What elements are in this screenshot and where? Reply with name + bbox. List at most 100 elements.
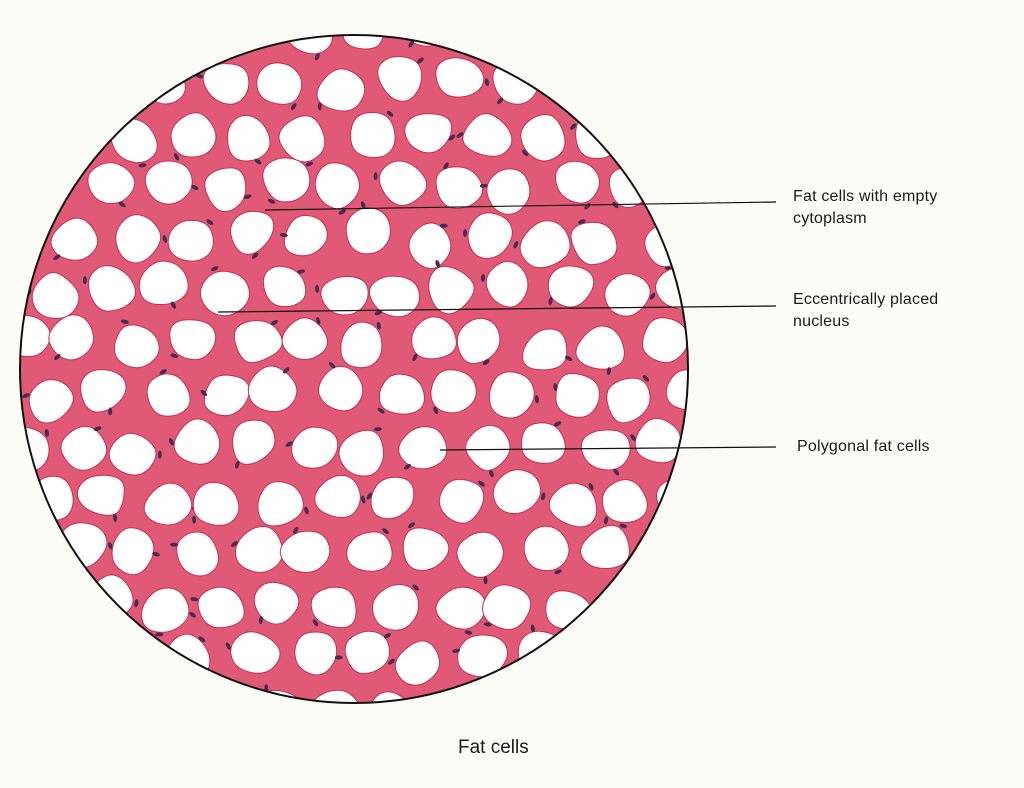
fat-cell xyxy=(345,207,391,255)
fat-cell xyxy=(548,482,598,528)
nucleus xyxy=(108,407,113,416)
label-line: Eccentrically placed xyxy=(793,291,939,308)
fat-cell xyxy=(28,688,73,703)
nucleus xyxy=(198,636,206,643)
fat-cell xyxy=(281,317,329,361)
nucleus xyxy=(22,393,30,399)
fat-cell xyxy=(750,114,791,155)
nucleus xyxy=(577,219,586,224)
fat-cell xyxy=(257,481,304,527)
nucleus xyxy=(155,676,160,685)
fat-cell xyxy=(456,35,503,45)
fat-cell xyxy=(748,211,792,257)
nucleus xyxy=(755,686,763,695)
nucleus xyxy=(734,430,742,439)
nucleus xyxy=(412,584,419,591)
nucleus xyxy=(568,731,577,738)
fat-cell xyxy=(751,421,800,467)
nucleus xyxy=(513,241,519,249)
nucleus xyxy=(61,623,66,632)
nucleus xyxy=(94,631,100,640)
nucleus xyxy=(376,321,381,330)
fat-cell xyxy=(139,682,181,703)
nucleus xyxy=(254,158,262,165)
fat-cell xyxy=(457,634,508,678)
fat-cell xyxy=(729,368,774,410)
nucleus xyxy=(767,61,774,70)
fat-cell xyxy=(580,429,631,471)
fat-cell xyxy=(283,214,328,257)
fat-cell xyxy=(20,209,40,254)
nucleus xyxy=(464,630,473,635)
fat-cell xyxy=(730,60,776,105)
nucleus xyxy=(786,573,791,581)
fat-cell xyxy=(279,530,331,573)
fat-cell xyxy=(262,265,307,308)
fat-cell xyxy=(366,691,415,703)
nucleus xyxy=(192,515,197,524)
nucleus xyxy=(304,506,309,515)
fat-cell xyxy=(519,220,571,269)
nucleus xyxy=(361,495,366,504)
nucleus xyxy=(119,691,125,699)
nucleus xyxy=(167,25,172,33)
fat-cell xyxy=(517,630,567,679)
nucleus xyxy=(412,353,418,362)
fat-cell xyxy=(47,107,95,149)
nucleus xyxy=(297,269,306,274)
fat-cell xyxy=(176,531,219,577)
fat-cell xyxy=(411,316,457,360)
nucleus xyxy=(225,642,231,650)
fat-cell xyxy=(456,317,501,364)
nucleus xyxy=(564,355,573,362)
nucleus xyxy=(450,18,459,24)
fat-cell xyxy=(341,35,385,50)
fat-cell xyxy=(108,432,157,476)
nucleus xyxy=(258,616,263,625)
fat-cell xyxy=(28,379,74,424)
fat-cell xyxy=(20,35,35,54)
nucleus xyxy=(155,632,164,637)
fat-cell xyxy=(77,56,123,103)
fat-cell xyxy=(658,692,688,703)
nucleus xyxy=(417,57,424,64)
fat-cell xyxy=(435,586,487,630)
nucleus xyxy=(651,601,657,610)
fat-cell xyxy=(344,630,390,675)
nucleus xyxy=(377,407,385,414)
nucleus xyxy=(152,551,160,557)
fat-cell xyxy=(608,167,654,209)
nucleus xyxy=(739,361,747,370)
fat-cell xyxy=(488,371,535,419)
nucleus xyxy=(607,682,616,688)
nucleus xyxy=(607,49,615,54)
nucleus xyxy=(118,201,126,208)
label-polygonal-cells: Polygonal fat cells xyxy=(797,436,930,458)
fat-cell xyxy=(781,56,825,97)
nucleus xyxy=(779,411,788,419)
nucleus xyxy=(630,434,637,442)
fat-cell xyxy=(758,531,800,573)
nucleus xyxy=(774,360,780,369)
nucleus xyxy=(751,164,756,172)
fat-cell xyxy=(232,419,276,465)
label-line: Polygonal fat cells xyxy=(797,438,930,455)
nucleus xyxy=(665,95,670,104)
fat-cell xyxy=(146,373,191,417)
fat-cell xyxy=(521,422,566,464)
fat-cell xyxy=(787,580,831,623)
fat-cell xyxy=(664,62,688,104)
nucleus xyxy=(632,99,638,108)
nucleus xyxy=(591,608,599,615)
nucleus xyxy=(776,151,783,160)
fat-cell xyxy=(294,631,338,676)
fat-cell xyxy=(697,15,744,55)
fat-cell xyxy=(601,479,648,523)
fat-cell xyxy=(113,324,160,369)
nucleus xyxy=(686,731,693,740)
fat-cell xyxy=(398,426,448,470)
nucleus xyxy=(120,319,129,324)
nucleus xyxy=(251,252,259,259)
nucleus xyxy=(93,426,102,431)
fat-cell xyxy=(314,474,361,518)
